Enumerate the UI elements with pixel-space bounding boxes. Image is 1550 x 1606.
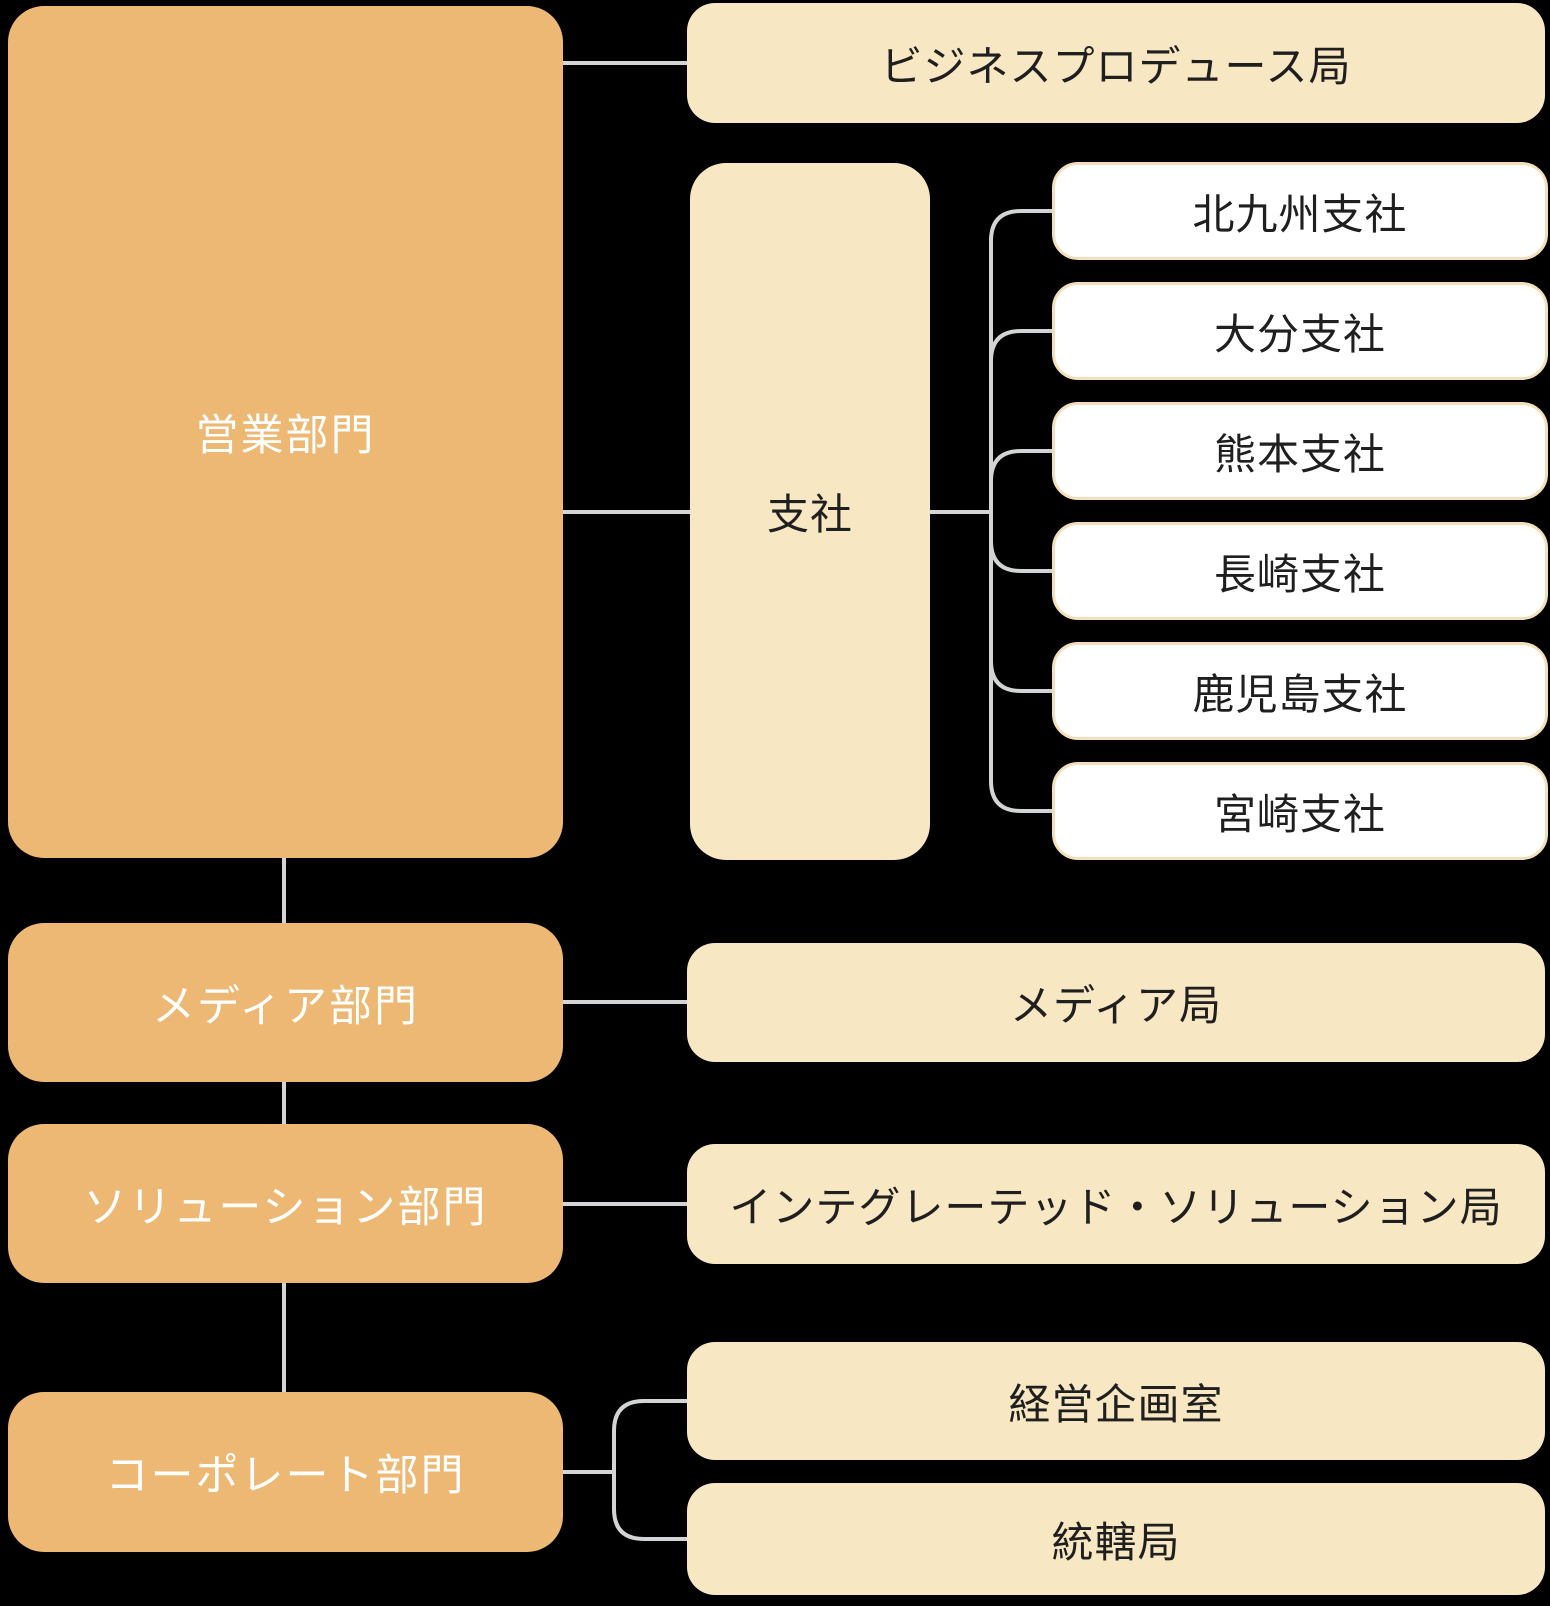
branch-kagoshima-box: 鹿児島支社	[1052, 642, 1548, 740]
bureau-shisha-label: 支社	[766, 490, 853, 539]
dept-sales-box: 営業部門	[8, 6, 563, 858]
bureau-shisha-box: 支社	[690, 163, 930, 860]
branch-oita-box: 大分支社	[1052, 282, 1548, 380]
dept-media-label: メディア部門	[152, 981, 419, 1032]
branch-nagasaki-box: 長崎支社	[1052, 522, 1548, 620]
bureau-keiei-kikaku-box: 経営企画室	[687, 1342, 1545, 1460]
connector-elbow-branch-3	[989, 449, 1052, 482]
dept-media-box: メディア部門	[8, 923, 563, 1082]
dept-corporate-box: コーポレート部門	[8, 1392, 563, 1552]
bureau-media-label: メディア局	[1009, 981, 1223, 1030]
branch-miyazaki-box: 宮崎支社	[1052, 762, 1548, 860]
bureau-media-box: メディア局	[687, 943, 1545, 1062]
bureau-tokatsu-label: 統轄局	[1051, 1517, 1181, 1567]
bureau-keiei-kikaku-label: 経営企画室	[1008, 1379, 1224, 1429]
connector-elbow-branch-4	[989, 540, 1052, 573]
bureau-tokatsu-box: 統轄局	[687, 1483, 1545, 1595]
branch-miyazaki-label: 宮崎支社	[1213, 789, 1386, 839]
connector-elbow-branch-1	[989, 209, 1052, 242]
bureau-business-produce-box: ビジネスプロデュース局	[687, 3, 1545, 123]
branch-oita-label: 大分支社	[1213, 309, 1386, 359]
dept-corporate-label: コーポレート部門	[105, 1451, 466, 1501]
dept-sales-label: 営業部門	[195, 411, 376, 461]
branch-kitakyushu-label: 北九州支社	[1192, 189, 1408, 239]
dept-solution-label: ソリューション部門	[83, 1182, 488, 1233]
connector-elbow-branch-2	[989, 329, 1052, 362]
branch-kumamoto-box: 熊本支社	[1052, 402, 1548, 500]
branch-kitakyushu-box: 北九州支社	[1052, 162, 1548, 260]
branch-kumamoto-label: 熊本支社	[1213, 429, 1386, 479]
branch-nagasaki-label: 長崎支社	[1213, 549, 1386, 599]
bureau-integrated-solution-box: インテグレーテッド・ソリューション局	[687, 1144, 1545, 1264]
branch-kagoshima-label: 鹿児島支社	[1192, 669, 1408, 719]
dept-solution-box: ソリューション部門	[8, 1124, 563, 1283]
connector-elbow-branch-5	[989, 660, 1052, 693]
connector-corporate-bracket	[612, 1399, 687, 1541]
connector-elbow-branch-6	[989, 780, 1052, 813]
bureau-business-produce-label: ビジネスプロデュース局	[880, 41, 1352, 91]
bureau-integrated-solution-label: インテグレーテッド・ソリューション局	[729, 1182, 1503, 1232]
